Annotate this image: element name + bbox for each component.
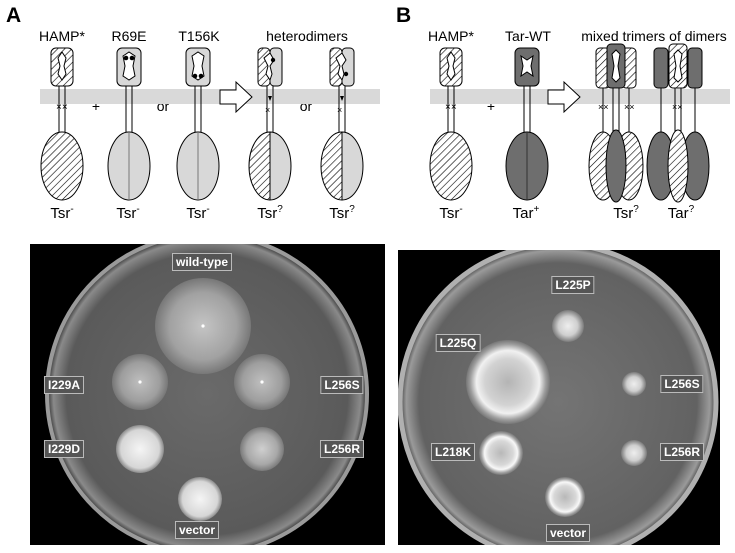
panel-a-letter: A bbox=[6, 4, 22, 27]
receptor-label-a4: Tsr? bbox=[257, 204, 283, 222]
receptor-label-b4: Tar? bbox=[667, 204, 695, 222]
receptor-label-a3: Tsr- bbox=[186, 204, 210, 222]
caption-heterodimers: heterodimers bbox=[266, 28, 348, 44]
plate-label-wild-type: wild-type bbox=[171, 253, 233, 271]
svg-text:××: ×× bbox=[672, 102, 683, 112]
plate-label-l256r-a: L256R bbox=[319, 440, 365, 458]
connector-plus-b: + bbox=[486, 98, 496, 114]
svg-text:×: × bbox=[265, 105, 270, 115]
receptor-label-b2: Tar+ bbox=[512, 204, 540, 222]
receptor-diagram: ×× bbox=[40, 43, 730, 203]
plate-b-image bbox=[398, 250, 719, 545]
svg-text:××: ×× bbox=[624, 102, 635, 112]
receptor-hamp-a: ×× bbox=[40, 47, 84, 201]
svg-text:××: ×× bbox=[56, 102, 68, 113]
caption-mixed-trimers: mixed trimers of dimers bbox=[581, 28, 727, 44]
receptor-label-a2: Tsr- bbox=[116, 204, 140, 222]
receptor-label-b3: Tsr? bbox=[613, 204, 639, 222]
plate-label-l256s-a: L256S bbox=[320, 376, 364, 394]
plate-label-l256s-b: L256S bbox=[660, 375, 704, 393]
plate-label-i229d: I229D bbox=[43, 440, 85, 458]
heterodimer-1: × bbox=[248, 47, 292, 201]
arrow-right-icon bbox=[547, 80, 581, 114]
receptor-tar-wt bbox=[505, 47, 549, 201]
plate-label-vector-a: vector bbox=[174, 521, 220, 539]
receptor-label-b1: Tsr- bbox=[439, 204, 463, 222]
plate-label-l225p: L225P bbox=[551, 276, 595, 294]
arrow-right-icon bbox=[219, 80, 253, 114]
svg-text:××: ×× bbox=[598, 102, 609, 112]
caption-hamp-b: HAMP* bbox=[428, 28, 474, 44]
plate-label-vector-b: vector bbox=[545, 524, 591, 542]
plate-label-l225q: L225Q bbox=[435, 334, 481, 352]
caption-t156k: T156K bbox=[178, 28, 220, 44]
svg-text:×: × bbox=[337, 105, 342, 115]
receptor-label-a5: Tsr? bbox=[329, 204, 355, 222]
mixed-trimer-1: ×× ×× bbox=[588, 43, 644, 203]
heterodimer-2: × bbox=[320, 47, 364, 201]
caption-hamp-a: HAMP* bbox=[39, 28, 85, 44]
panel-b-letter: B bbox=[396, 4, 412, 27]
receptor-t156k bbox=[176, 47, 220, 201]
receptor-label-a1: Tsr- bbox=[50, 204, 74, 222]
svg-text:××: ×× bbox=[445, 102, 457, 113]
plate-label-i229a: I229A bbox=[43, 376, 85, 394]
plate-photo-a: wild-type I229A L256S I229D L256R vector bbox=[30, 244, 385, 545]
caption-r69e: R69E bbox=[111, 28, 147, 44]
membrane-a bbox=[40, 89, 380, 104]
connector-plus-a: + bbox=[91, 98, 101, 114]
plate-label-l218k: L218K bbox=[430, 443, 476, 461]
receptor-r69e bbox=[107, 47, 151, 201]
plate-label-l256r-b: L256R bbox=[659, 443, 705, 461]
receptor-hamp-b: ×× bbox=[429, 47, 473, 201]
plate-photo-b: L225P L225Q L256S L218K L256R vector bbox=[398, 250, 720, 545]
plate-a-image bbox=[45, 244, 369, 545]
caption-tarwt: Tar-WT bbox=[505, 28, 551, 44]
mixed-trimer-2: ×× bbox=[646, 43, 710, 203]
